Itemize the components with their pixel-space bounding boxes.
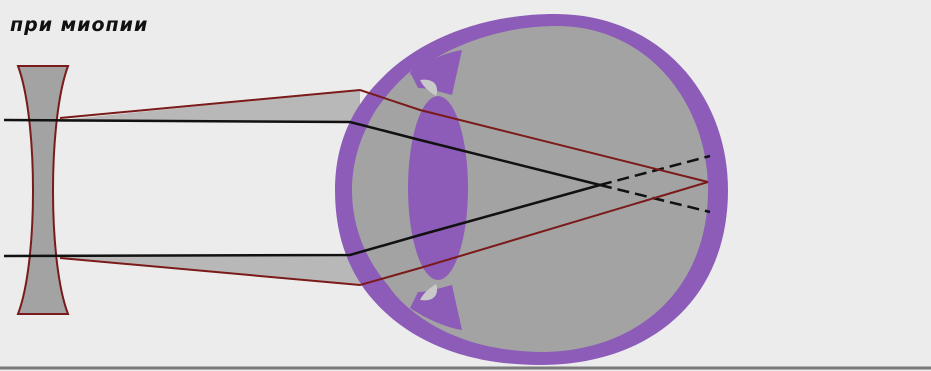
crystalline-lens xyxy=(408,96,468,280)
eyeball xyxy=(335,14,728,365)
concave-correcting-lens xyxy=(18,66,68,314)
